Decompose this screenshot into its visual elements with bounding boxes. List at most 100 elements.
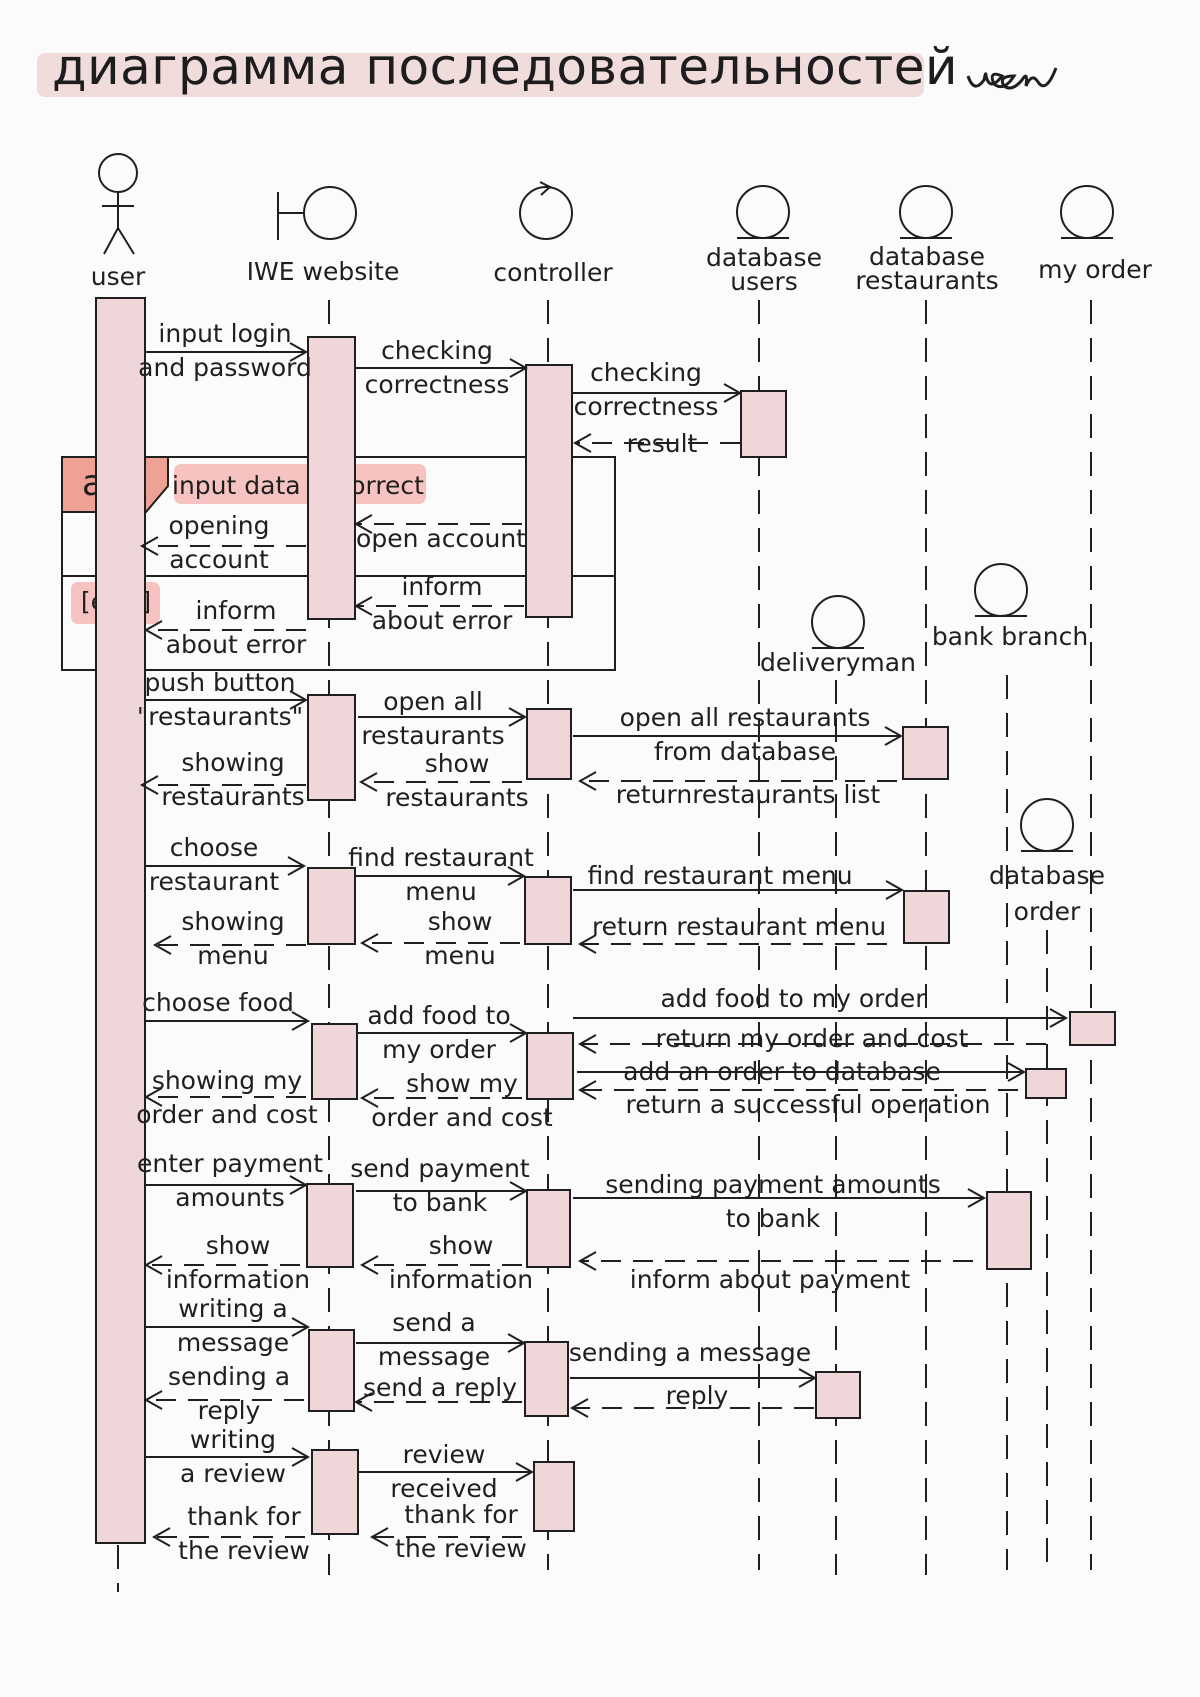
message-choose-food-arrow bbox=[145, 1011, 311, 1031]
message-enter-payment-label: enter payment bbox=[137, 1149, 323, 1178]
message-showing-restaurants-label: restaurants bbox=[161, 782, 304, 811]
message-showing-restaurants-label: showing bbox=[181, 748, 284, 777]
activation-db-restaurants-2 bbox=[903, 890, 950, 944]
message-send-payment-arrow bbox=[356, 1181, 529, 1201]
participant-db-restaurants-label: database bbox=[869, 242, 985, 271]
message-sending-reply-arrow bbox=[143, 1390, 304, 1410]
message-check2-label: checking bbox=[590, 358, 702, 387]
message-showing-order-label: showing my bbox=[152, 1066, 303, 1095]
user-actor-icon bbox=[98, 153, 138, 255]
participant-db-users-label: database bbox=[706, 243, 822, 272]
message-check2-arrow bbox=[573, 383, 743, 403]
message-sending-message-label: sending a message bbox=[569, 1338, 811, 1367]
message-writing-message-label: message bbox=[177, 1328, 289, 1357]
message-show-info-user-label: show bbox=[206, 1231, 271, 1260]
message-writing-message-label: writing a bbox=[178, 1294, 287, 1323]
activation-deliveryman bbox=[815, 1371, 861, 1419]
message-inform-error-ctrl-label: inform bbox=[401, 572, 482, 601]
boundary-icon bbox=[277, 186, 357, 240]
message-sending-payment-label: sending payment amounts bbox=[605, 1170, 941, 1199]
message-show-restaurants-ctrl-label: restaurants bbox=[385, 783, 528, 812]
message-show-order-ctrl-arrow bbox=[359, 1088, 522, 1108]
my-order-entity-icon bbox=[1060, 185, 1114, 239]
activation-website-3 bbox=[307, 867, 356, 945]
message-find-menu-db-label: find restaurant menu bbox=[587, 861, 852, 890]
message-return-restaurants-list-arrow bbox=[577, 771, 897, 791]
message-open-account-label: open account bbox=[356, 524, 526, 553]
activation-website-4 bbox=[311, 1023, 358, 1100]
message-show-order-ctrl-label: show my bbox=[406, 1069, 518, 1098]
message-reply-label: reply bbox=[666, 1381, 729, 1410]
message-show-restaurants-ctrl-label: show bbox=[425, 749, 490, 778]
message-return-success-label: return a successful operation bbox=[625, 1090, 990, 1119]
message-return-menu-label: return restaurant menu bbox=[592, 912, 886, 941]
activation-website-7 bbox=[311, 1449, 359, 1535]
message-writing-review-label: writing bbox=[190, 1425, 276, 1454]
activation-website-2 bbox=[307, 694, 356, 801]
participant-bank-branch-label: bank branch bbox=[932, 622, 1088, 651]
message-sending-payment-label: to bank bbox=[726, 1204, 821, 1233]
message-choose-restaurant-label: restaurant bbox=[149, 867, 280, 896]
message-push-button-label: "restaurants" bbox=[137, 702, 303, 731]
message-check1-label: correctness bbox=[365, 370, 510, 399]
message-send-reply-label: send a reply bbox=[363, 1373, 517, 1402]
activation-user bbox=[95, 297, 146, 1544]
message-add-food-label: add food to bbox=[367, 1001, 510, 1030]
message-show-info-ctrl-arrow bbox=[359, 1255, 522, 1275]
message-result-arrow bbox=[572, 433, 740, 453]
message-enter-payment-label: amounts bbox=[175, 1183, 285, 1212]
message-thank-user-label: the review bbox=[178, 1536, 310, 1565]
message-open-all-restaurants-label: restaurants bbox=[361, 721, 504, 750]
message-sending-reply-label: sending a bbox=[168, 1362, 290, 1391]
message-writing-message-arrow bbox=[145, 1317, 311, 1337]
database-users-entity-icon bbox=[736, 185, 790, 239]
message-send-message-arrow bbox=[356, 1333, 527, 1353]
message-thank-user-label: thank for bbox=[187, 1502, 301, 1531]
activation-controller-1 bbox=[525, 364, 573, 618]
database-restaurants-entity-icon bbox=[899, 185, 953, 239]
activation-website-1 bbox=[307, 336, 356, 620]
participant-db-order-label: order bbox=[1014, 897, 1081, 926]
message-inform-error-user-arrow bbox=[143, 620, 306, 640]
participant-db-order-label: database bbox=[989, 861, 1105, 890]
activation-db-users bbox=[740, 390, 787, 458]
message-opening-account-label: opening bbox=[168, 511, 269, 540]
message-open-all-restaurants-arrow bbox=[358, 707, 528, 727]
message-find-menu-arrow bbox=[356, 866, 527, 886]
message-open-account-arrow bbox=[353, 514, 522, 534]
message-enter-payment-arrow bbox=[145, 1175, 309, 1195]
activation-website-5 bbox=[306, 1183, 354, 1268]
message-check2-label: correctness bbox=[574, 392, 719, 421]
message-login-arrow bbox=[145, 342, 309, 362]
activation-website-6 bbox=[308, 1329, 355, 1412]
message-return-restaurants-list-label: returnrestaurants list bbox=[616, 780, 881, 809]
participant-website-label: IWE website bbox=[247, 257, 400, 286]
message-show-menu-ctrl-label: show bbox=[428, 907, 493, 936]
message-push-button-label: push button bbox=[145, 668, 296, 697]
message-add-food-arrow bbox=[358, 1023, 529, 1043]
message-thank-user-arrow bbox=[151, 1527, 305, 1547]
message-show-menu-ctrl-arrow bbox=[359, 933, 520, 953]
participant-controller-label: controller bbox=[493, 258, 613, 287]
activation-controller-4 bbox=[526, 1032, 574, 1100]
message-choose-restaurant-label: choose bbox=[170, 833, 259, 862]
message-send-payment-label: send payment bbox=[350, 1154, 530, 1183]
message-open-all-restaurants-label: open all bbox=[383, 687, 483, 716]
activation-my-order bbox=[1069, 1011, 1116, 1046]
message-return-order-cost-label: return my order and cost bbox=[656, 1024, 969, 1053]
message-review-received-arrow bbox=[358, 1462, 535, 1482]
deliveryman-entity-icon bbox=[811, 595, 865, 649]
message-show-info-user-label: information bbox=[166, 1265, 310, 1294]
activation-controller-7 bbox=[533, 1461, 575, 1532]
message-login-label: and password bbox=[138, 353, 312, 382]
message-inform-error-user-label: inform bbox=[195, 596, 276, 625]
guard-highlight bbox=[174, 464, 426, 504]
message-writing-review-label: a review bbox=[180, 1459, 286, 1488]
message-send-reply-arrow bbox=[353, 1392, 522, 1412]
message-review-received-label: review bbox=[403, 1440, 486, 1469]
message-inform-error-user-label: about error bbox=[166, 630, 307, 659]
message-sending-payment-arrow bbox=[573, 1188, 987, 1208]
message-inform-payment-label: inform about payment bbox=[630, 1265, 911, 1294]
message-showing-order-arrow bbox=[143, 1087, 306, 1107]
title-highlight bbox=[37, 53, 924, 97]
